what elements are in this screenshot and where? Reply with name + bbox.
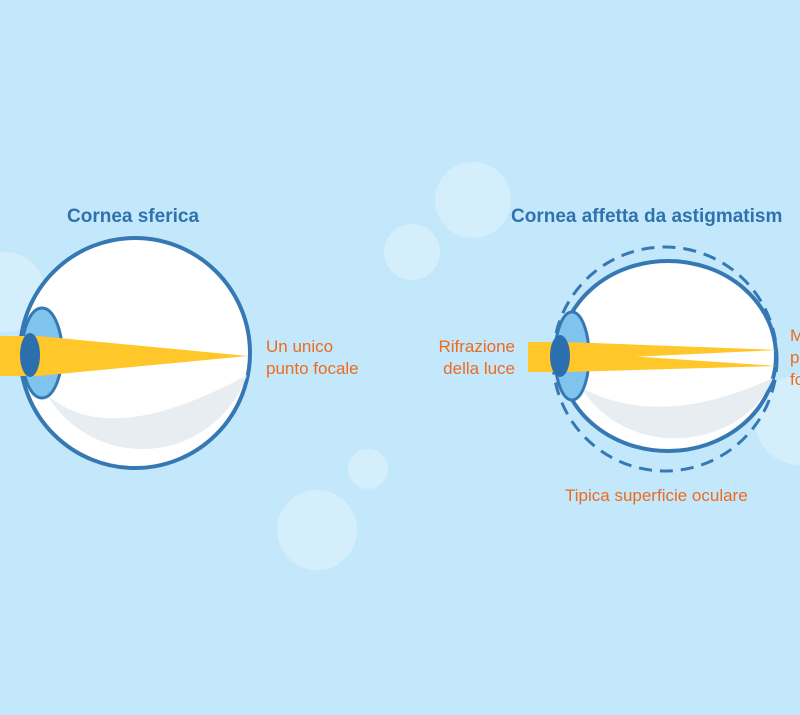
pupil (550, 335, 570, 377)
right-focal-label-line3: fo (790, 370, 800, 389)
eyeball-shadow (47, 375, 247, 450)
background-bubbles (0, 162, 800, 570)
bubble (384, 224, 440, 280)
light-beam (0, 336, 248, 376)
right-focal-label-line1: M (790, 326, 800, 345)
right-eye (528, 245, 779, 473)
surface-label: Tipica superficie oculare (565, 486, 748, 505)
eyeball-shadow (582, 378, 773, 439)
pupil (20, 333, 40, 377)
left-title: Cornea sferica (67, 206, 200, 227)
bubble (435, 162, 511, 238)
left-focal-label-line1: Un unico (266, 337, 334, 356)
right-focal-label-line2: p (790, 348, 800, 367)
left-eye (0, 236, 252, 470)
refraction-label-line2: della luce (443, 359, 515, 378)
right-title: Cornea affetta da astigmatism (511, 206, 783, 227)
bubble (348, 449, 388, 489)
refraction-label-line1: Rifrazione (438, 337, 515, 356)
bubble (277, 490, 357, 570)
left-focal-label-line2: punto focale (266, 359, 359, 378)
light-beam (528, 342, 778, 372)
